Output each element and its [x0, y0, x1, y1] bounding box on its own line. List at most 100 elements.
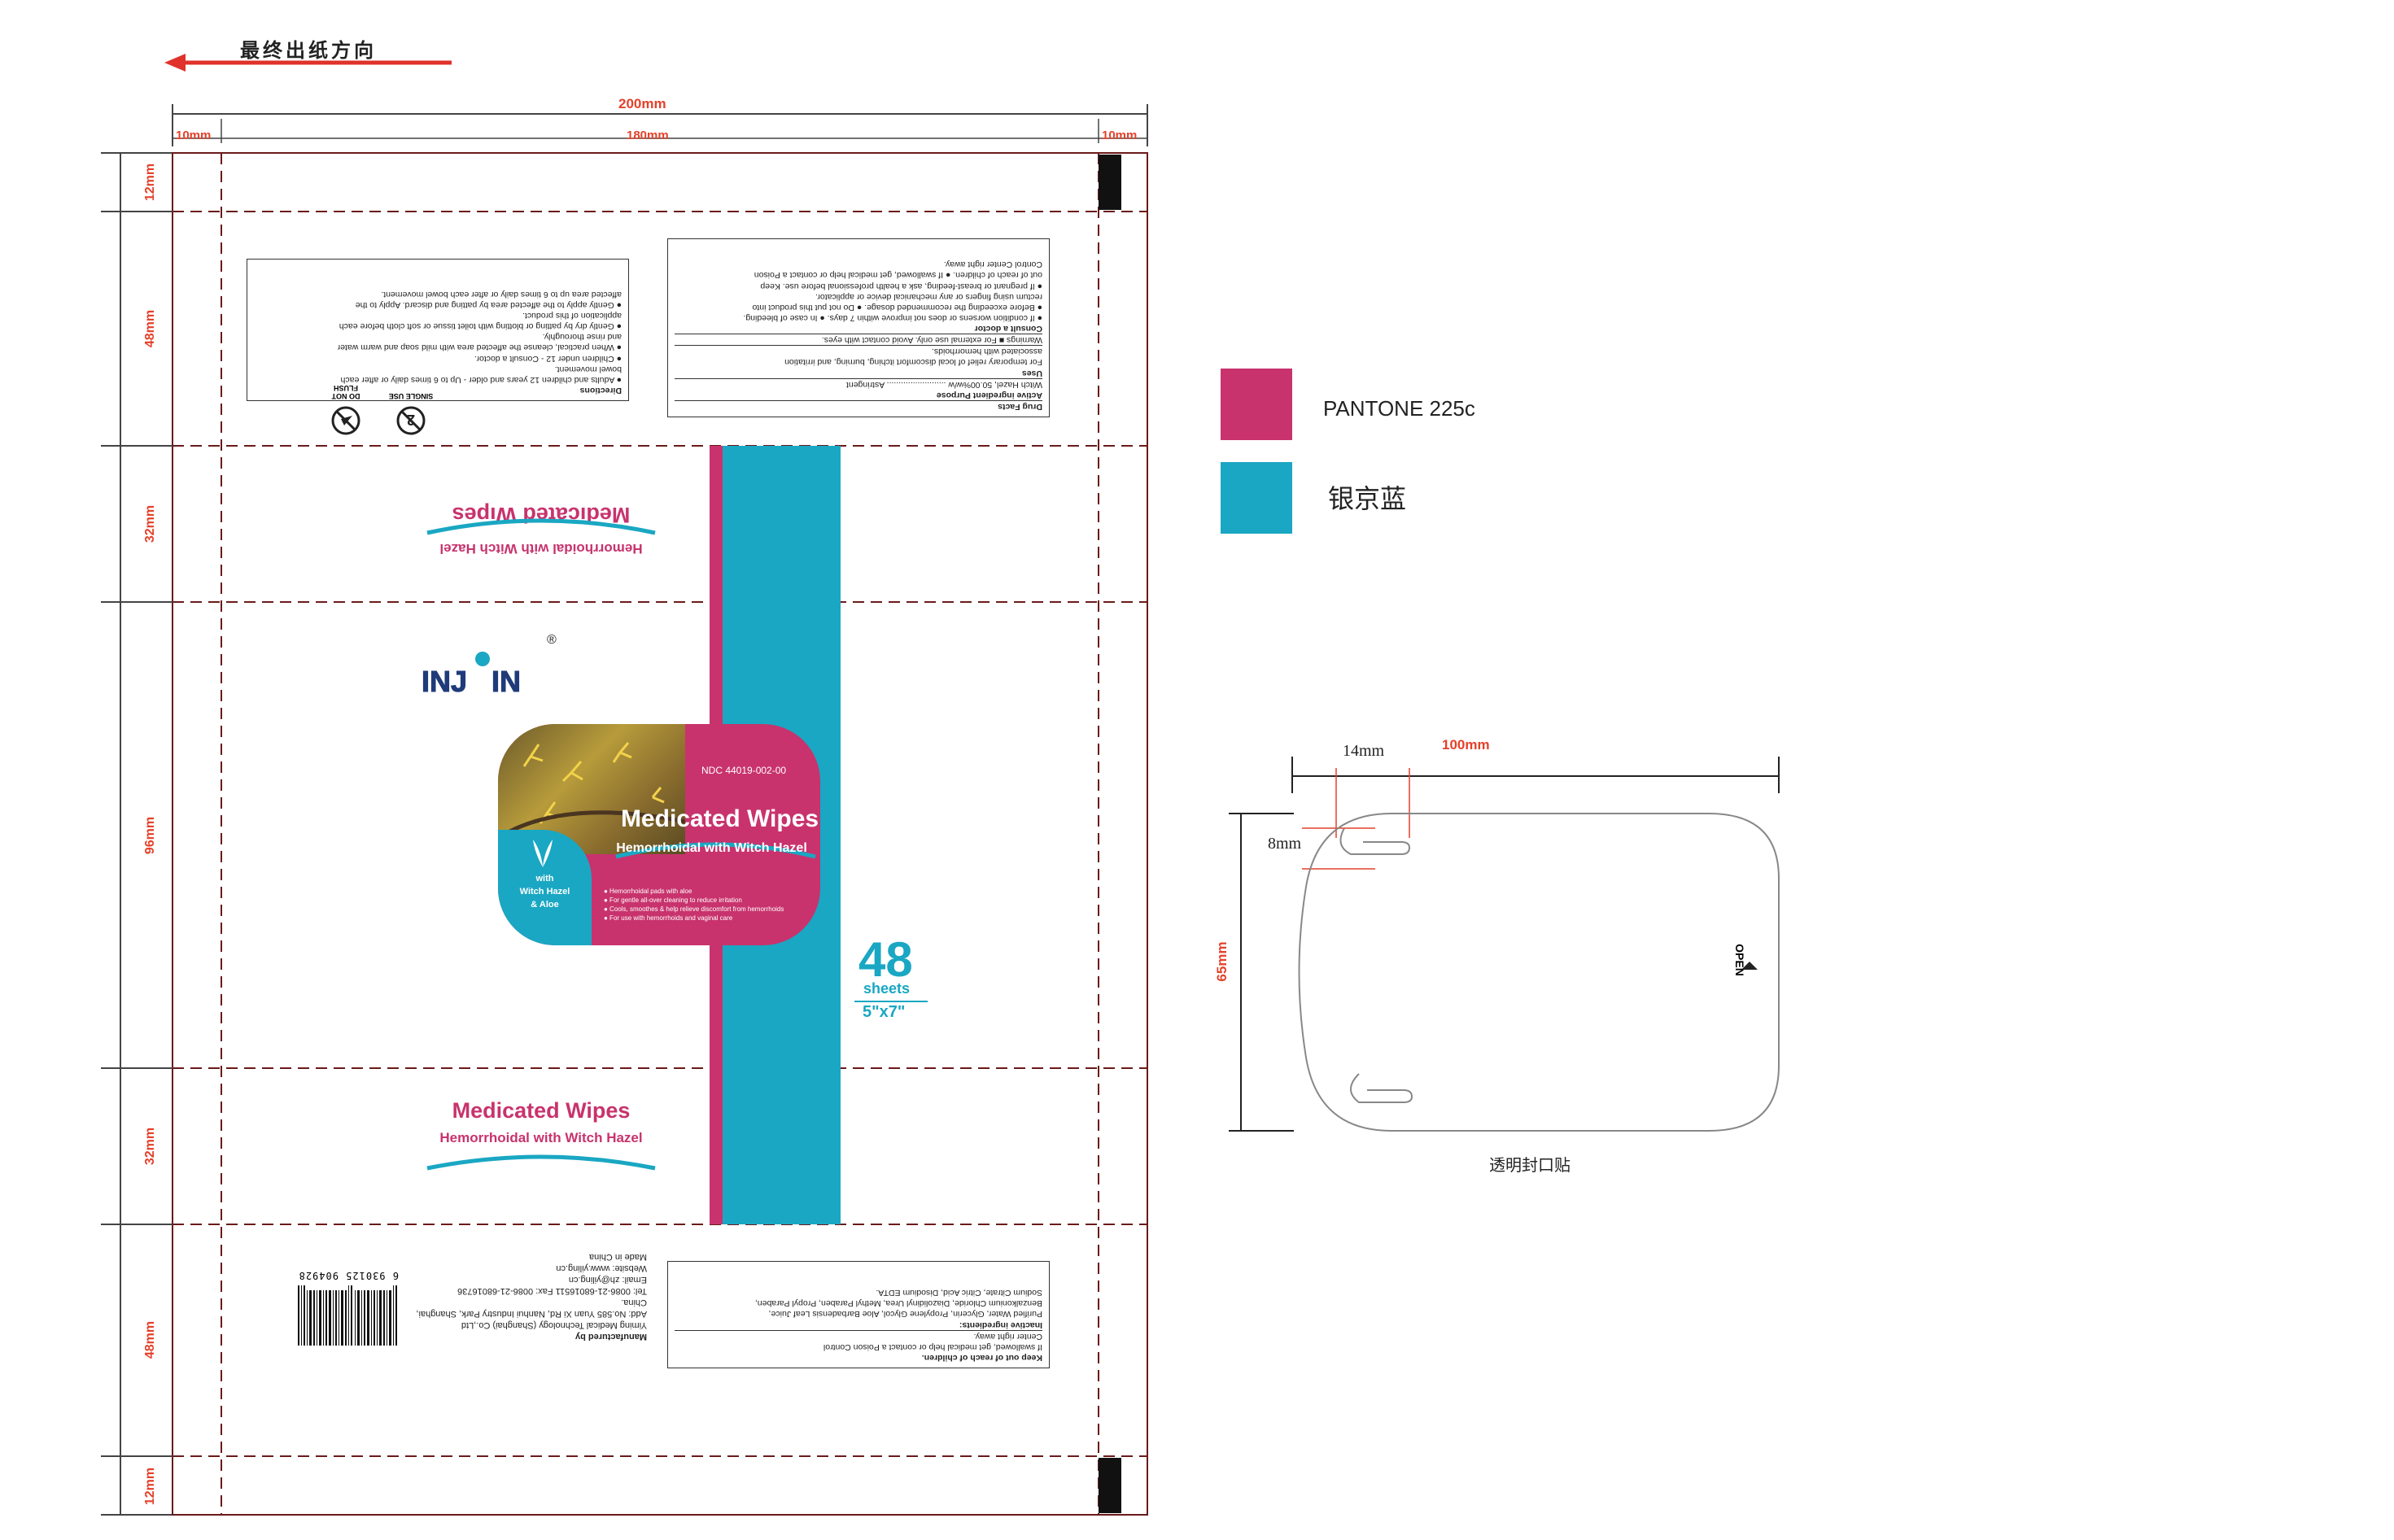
directions-line: application of this product. [522, 311, 622, 321]
upright-title: Medicated Wipes [452, 1098, 631, 1123]
flipped-swoosh [426, 518, 656, 535]
bullet-item: ● Hemorrhoidal pads with aloe [604, 888, 692, 895]
paper-direction-label: 最终出纸方向 [240, 39, 377, 62]
manufacturer-line: Email: zh@yiling.cn [568, 1275, 647, 1285]
legend-swatch-blue [1221, 462, 1292, 534]
bullet-list: ● Hemorrhoidal pads with aloe ● For gent… [604, 887, 815, 923]
drug-facts-line: rectum using fingers or any mechanical d… [815, 291, 1042, 302]
directions-line: ● Gently dry by patting or blotting with… [339, 321, 622, 332]
directions-line: Directions [579, 386, 622, 395]
row-height-label: 48mm [143, 309, 157, 348]
row-height-label: 12mm [143, 163, 157, 202]
main-label: with Witch Hazel & Aloe NDC 44019-002-00… [498, 724, 820, 945]
directions-line: affected area up to 6 times daily or aft… [381, 289, 622, 299]
do-not-flush-label: DO NOT FLUSH [331, 384, 360, 400]
ndc-number: NDC 44019-002-00 [701, 765, 787, 776]
upright-subtitle: Hemorrhoidal with Witch Hazel [439, 1130, 643, 1145]
drug-facts-line: Witch Hazel, 50.00%w/w .................… [675, 377, 1042, 390]
directions-line: bowel movement. [554, 364, 622, 374]
single-use-icon: 2 [396, 406, 426, 435]
row-height-label: 96mm [143, 816, 157, 855]
sheet-count-unit: sheets [863, 980, 911, 997]
brand-logo: INJ IN [422, 649, 552, 699]
row-height-label: 12mm [143, 1467, 157, 1506]
seal-tab-height-label: 8mm [1268, 835, 1302, 853]
barcode: 6 930125 904928 [293, 1270, 399, 1346]
flower-icon [498, 742, 686, 840]
warning-line: Center right away. [675, 1329, 1042, 1342]
row-height-label: 32mm [143, 504, 157, 543]
bottom-panel-content: Keep out of reach of children. If swallo… [269, 1245, 1050, 1440]
single-use-label: SINGLE USE [388, 392, 434, 400]
sheet-count-divider [854, 1001, 928, 1002]
margin-right-label: 10mm [1102, 129, 1138, 142]
dieline [101, 104, 1148, 1516]
warning-line: Sodium Citrate, Citric Acid, Disodium ED… [876, 1288, 1042, 1298]
drug-facts-box: Drug Facts Active ingredient Purpose Wit… [667, 238, 1050, 417]
drug-facts-line: For temporary relief of local discomfort… [784, 357, 1042, 368]
seal-width-label: 100mm [1442, 737, 1490, 753]
manufacturer-line: Tel: 0086-21-68016511 Fax: 0086-21-68016… [457, 1286, 647, 1296]
row-height-label: 32mm [143, 1127, 157, 1166]
manufacturer-line: Manufactured by [574, 1332, 647, 1342]
aloe-badge: with Witch Hazel & Aloe [498, 830, 592, 945]
sheet-count: 48 [858, 932, 913, 987]
single-use-symbol: 2 SINGLE USE [387, 392, 435, 437]
manufacturer-info: Manufactured by Yiming Medical Technolog… [403, 1251, 647, 1342]
inner-width-label: 180mm [627, 129, 669, 142]
badge-line: & Aloe [531, 900, 559, 910]
do-not-flush-symbol: DO NOT FLUSH [321, 384, 370, 437]
top-panel-content: Drug Facts Active ingredient Purpose Wit… [247, 232, 1050, 435]
warning-line: Keep out of reach of children. [921, 1353, 1042, 1363]
aloe-icon [533, 840, 553, 867]
directions-line: ● Adults and children 12 years and older… [340, 374, 622, 385]
directions-line: and rinse thoroughly. [542, 332, 622, 342]
seal-height-label: 65mm [1214, 941, 1230, 982]
brand-logo-icon: INJ IN [422, 652, 545, 699]
warning-line: Purified Water, Glycerin, Propylene Glyc… [768, 1309, 1042, 1320]
drug-facts-line: Drug Facts [675, 399, 1042, 412]
flipped-subtitle: Hemorrhoidal with Witch Hazel [439, 541, 643, 556]
drug-facts-line: Control Center right away. [943, 260, 1042, 270]
directions-line: ● Gently apply to the affected area by p… [355, 300, 622, 310]
warning-box: Keep out of reach of children. If swallo… [667, 1261, 1050, 1368]
direction-arrow-icon [164, 54, 452, 72]
drug-facts-line: ● If condition worsens or does not impro… [743, 313, 1042, 323]
bullet-item: ● For use with hemorrhoids and vaginal c… [604, 914, 733, 922]
seal-caption: 透明封口贴 [1489, 1155, 1571, 1175]
barcode-number: 6 930125 904928 [298, 1270, 399, 1281]
svg-text:IN: IN [491, 665, 521, 698]
drug-facts-line: Consult a doctor [974, 324, 1042, 334]
label-subtitle: Hemorrhoidal with Witch Hazel [616, 841, 807, 855]
label-swoosh [615, 842, 816, 859]
seal-sticker-diagram [1229, 757, 1780, 1132]
registered-mark: ® [547, 633, 557, 647]
upright-swoosh [426, 1154, 656, 1171]
drug-facts-line: associated with hemorrhoids. [675, 345, 1042, 357]
total-width-label: 200mm [618, 96, 666, 111]
drug-facts-line: Uses [1021, 368, 1042, 378]
legend-label-pantone: PANTONE 225c [1323, 396, 1475, 421]
upright-title-block: Medicated Wipes Hemorrhoidal with Witch … [423, 1098, 659, 1188]
sheet-size: 5"x7" [863, 1003, 906, 1021]
manufacturer-line: Yiming Medical Technology (Shanghai) Co.… [461, 1320, 647, 1330]
drug-facts-line: out of reach of children. ● If swallowed… [754, 270, 1042, 281]
seal-tab-width-label: 14mm [1343, 742, 1385, 760]
open-label: OPEN [1732, 944, 1746, 976]
drug-facts-line: ● Before exceeding the recommended dosag… [752, 302, 1042, 312]
drug-facts-line: ● If pregnant or breast-feeding, ask a h… [760, 281, 1042, 291]
warning-line: If swallowed, get medical help or contac… [823, 1342, 1042, 1352]
badge-line: Witch Hazel [519, 887, 570, 897]
warning-line: Inactive ingredients: [959, 1320, 1042, 1330]
drug-facts-line: Warnings ■ For external use only. Avoid … [675, 334, 1042, 346]
badge-line: with [535, 874, 554, 883]
label-title: Medicated Wipes [620, 805, 819, 832]
row-height-label: 48mm [143, 1320, 157, 1359]
directions-line: ● Children under 12 - Consult a doctor. [474, 353, 622, 364]
svg-text:INJ: INJ [422, 665, 467, 698]
directions-line: ● When practical, cleanse the affected a… [337, 342, 622, 353]
drug-facts-line: Active ingredient Purpose [936, 390, 1042, 400]
legend-label-blue: 银京蓝 [1328, 483, 1407, 514]
warning-line: Benzalkonium Chloride, Diazolidinyl Urea… [754, 1298, 1042, 1309]
barcode-icon [298, 1285, 397, 1346]
